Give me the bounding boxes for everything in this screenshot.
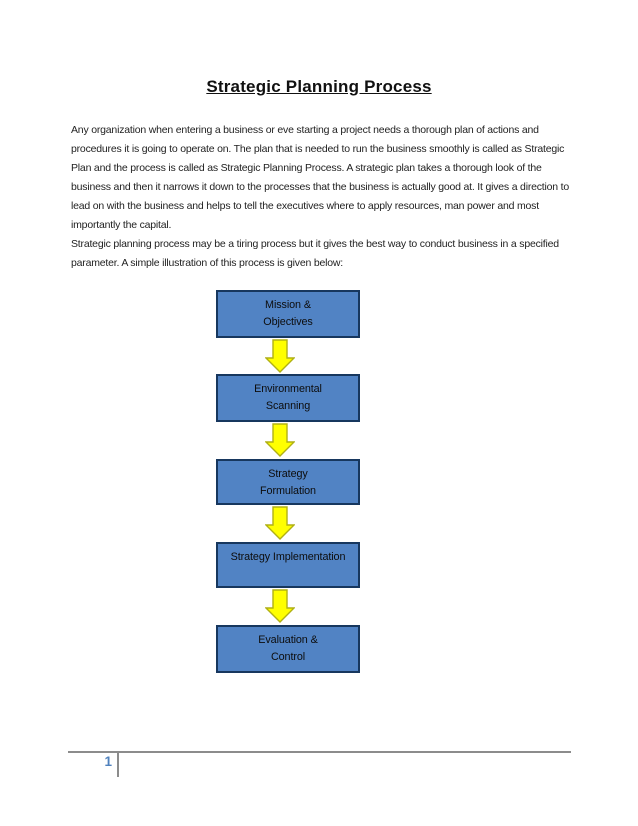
paragraph-illustration-note: Strategic planning process may be a tiri…	[71, 237, 559, 269]
down-arrow-icon	[265, 506, 295, 540]
flowchart-step-label: Mission &	[265, 299, 311, 311]
footer-page-number: 1	[104, 754, 112, 769]
flowchart-step-label: Evaluation &	[258, 634, 318, 646]
flowchart-step-evaluation-control: Evaluation & Control	[216, 625, 360, 673]
flowchart-step-environmental-scanning: Environmental Scanning	[216, 374, 360, 422]
flowchart-step-strategy-implementation: Strategy Implementation	[216, 542, 360, 588]
flowchart-step-label: Strategy	[268, 468, 308, 480]
down-arrow-icon	[265, 589, 295, 623]
footer-horizontal-rule	[68, 751, 571, 753]
flowchart-step-strategy-formulation: Strategy Formulation	[216, 459, 360, 505]
down-arrow-icon	[265, 423, 295, 457]
footer-accent-bar	[117, 751, 119, 777]
flowchart-step-label: Formulation	[260, 485, 316, 497]
flowchart-step-label: Control	[270, 651, 306, 663]
flowchart-step-label: Environmental	[254, 383, 322, 395]
flowchart-step-label: Objectives	[263, 316, 313, 328]
flowchart-step-label: Scanning	[265, 400, 311, 412]
down-arrow-icon	[265, 339, 295, 373]
flowchart-step-label: Strategy Implementation	[230, 551, 346, 563]
paragraph-intro: Any organization when entering a busines…	[71, 123, 570, 231]
flowchart-step-mission-objectives: Mission & Objectives	[216, 290, 360, 338]
page-title: Strategic Planning Process	[206, 77, 432, 96]
